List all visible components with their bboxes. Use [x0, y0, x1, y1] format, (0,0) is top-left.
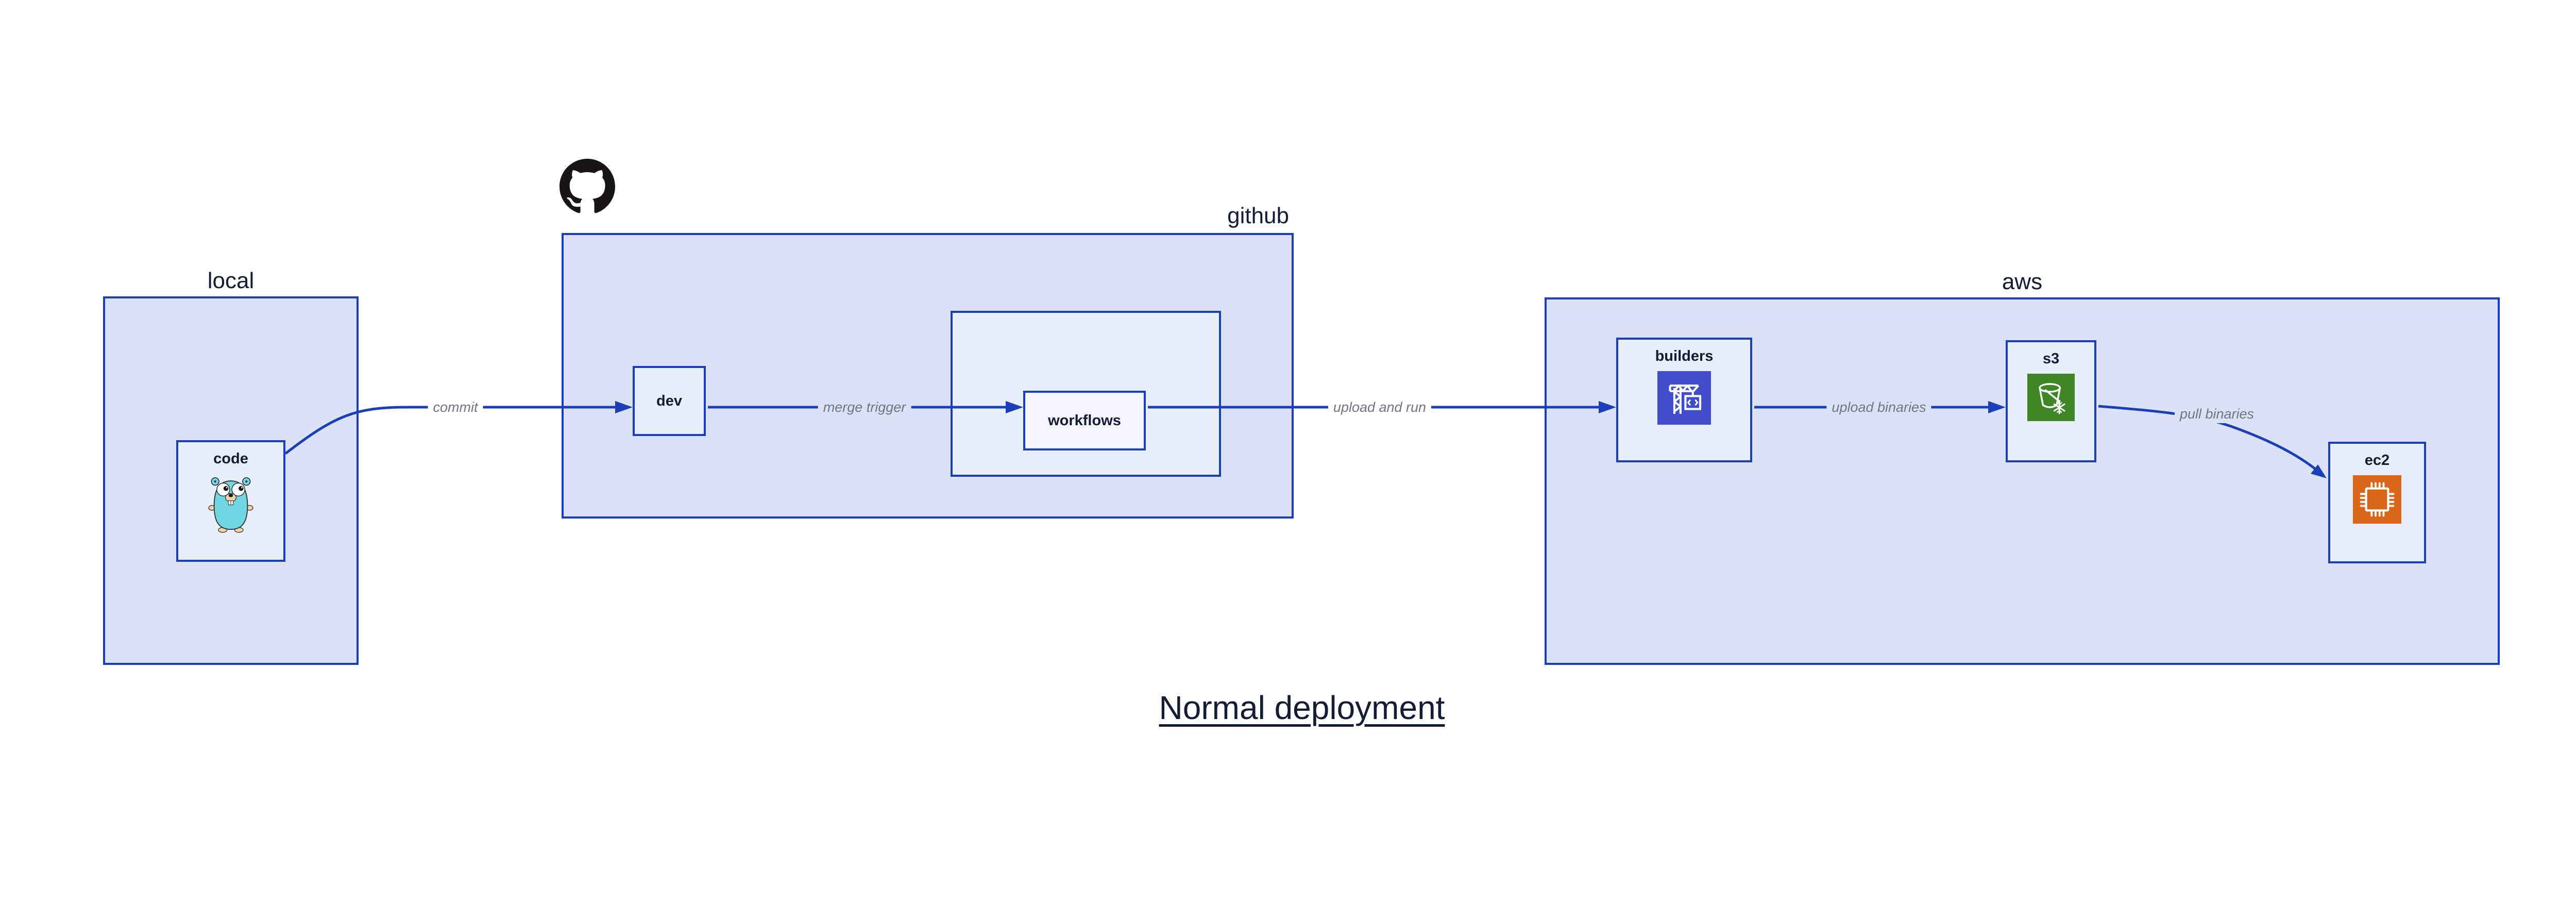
node-ec2: ec2 — [2328, 442, 2426, 563]
node-dev: dev — [633, 366, 706, 436]
edge-pull-binaries-label: pull binaries — [2174, 405, 2260, 423]
github-container-label: github — [1227, 203, 1289, 228]
github-octocat-logo — [560, 159, 615, 217]
edge-upload-and-run-arrowhead — [1599, 401, 1616, 413]
edge-merge-trigger-arrowhead — [1006, 401, 1023, 413]
codebuild-crane-icon — [1657, 371, 1711, 425]
ec2-chip-icon — [2353, 475, 2401, 524]
node-ec2-label: ec2 — [2364, 452, 2390, 469]
edge-upload-binaries-label: upload binaries — [1826, 398, 1931, 416]
edge-commit-arrowhead — [615, 401, 633, 413]
node-code-label: code — [213, 450, 248, 467]
go-gopher-icon — [207, 474, 255, 534]
edge-upload-and-run-label: upload and run — [1328, 398, 1432, 416]
edge-commit-line — [284, 406, 616, 455]
local-container-label: local — [207, 268, 255, 293]
diagram-title: Normal deployment — [1159, 689, 1445, 726]
node-s3-label: s3 — [2042, 350, 2060, 367]
node-builders-label: builders — [1655, 348, 1714, 364]
node-s3: s3 — [2006, 340, 2096, 462]
s3-glacier-bucket-icon — [2027, 374, 2075, 421]
node-workflows-label: workflows — [1048, 412, 1121, 429]
node-builders: builders — [1616, 338, 1752, 462]
edge-commit-label: commit — [428, 398, 483, 416]
edge-upload-binaries-arrowhead — [1988, 401, 2006, 413]
edge-merge-trigger-label: merge trigger — [818, 398, 911, 416]
node-code: code — [176, 440, 285, 562]
aws-container-label: aws — [2002, 269, 2043, 294]
node-workflows: workflows — [1023, 391, 1146, 450]
node-dev-label: dev — [656, 392, 682, 409]
edge-pull-binaries-arrowhead — [2311, 464, 2327, 478]
edge-pull-binaries-line — [2098, 405, 2318, 472]
